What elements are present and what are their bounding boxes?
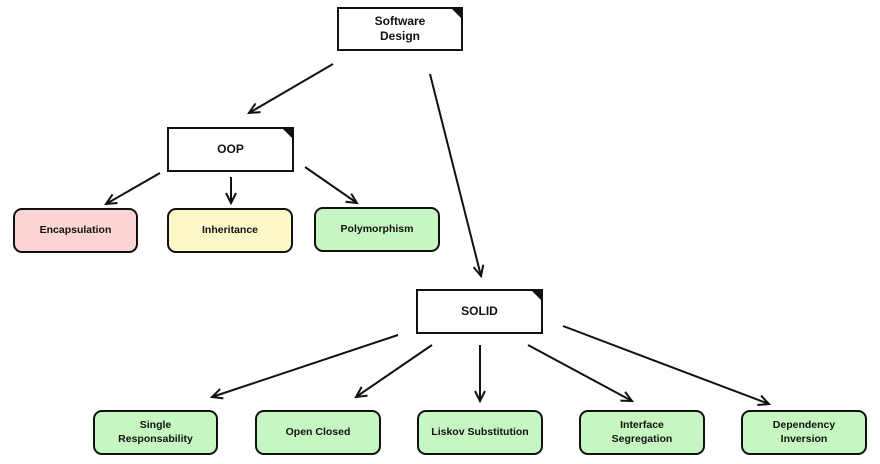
node-label: Software Design bbox=[374, 14, 426, 43]
edge-solid-to-open-closed bbox=[354, 344, 433, 399]
node-software-design: Software Design bbox=[337, 7, 463, 51]
node-label: Encapsulation bbox=[39, 223, 112, 236]
node-liskov-substitution: Liskov Substitution bbox=[417, 410, 543, 455]
node-label: Dependency Inversion bbox=[772, 419, 836, 445]
node-label: Single Responsability bbox=[118, 419, 193, 445]
edge-solid-to-single-responsability bbox=[209, 334, 399, 400]
node-label: Polymorphism bbox=[340, 222, 414, 235]
edge-oop-to-polymorphism bbox=[304, 166, 359, 205]
node-solid: SOLID bbox=[416, 289, 543, 334]
node-label: OOP bbox=[217, 142, 244, 156]
edge-oop-to-inheritance bbox=[225, 177, 237, 206]
node-label: Open Closed bbox=[285, 425, 351, 438]
node-interface-segregation: Interface Segregation bbox=[579, 410, 705, 455]
edge-solid-to-dependency-inversion bbox=[562, 325, 772, 406]
node-label: Interface Segregation bbox=[611, 419, 673, 445]
node-dependency-inversion: Dependency Inversion bbox=[741, 410, 867, 455]
edge-solid-to-liskov-substitution bbox=[474, 345, 486, 404]
node-single-responsability: Single Responsability bbox=[93, 410, 218, 455]
node-oop: OOP bbox=[167, 127, 294, 172]
folded-corner-icon bbox=[532, 291, 541, 300]
node-label: Inheritance bbox=[201, 223, 259, 236]
edge-solid-to-interface-segregation bbox=[527, 344, 635, 403]
node-inheritance: Inheritance bbox=[167, 208, 293, 253]
folded-corner-icon bbox=[283, 129, 292, 138]
node-label: Liskov Substitution bbox=[431, 425, 529, 438]
node-encapsulation: Encapsulation bbox=[13, 208, 138, 253]
node-open-closed: Open Closed bbox=[255, 410, 381, 455]
folded-corner-icon bbox=[452, 9, 461, 18]
edge-software-design-to-solid bbox=[429, 73, 485, 279]
node-label: SOLID bbox=[461, 304, 498, 318]
edge-software-design-to-oop bbox=[247, 63, 334, 115]
node-polymorphism: Polymorphism bbox=[314, 207, 440, 252]
edge-oop-to-encapsulation bbox=[103, 172, 161, 206]
